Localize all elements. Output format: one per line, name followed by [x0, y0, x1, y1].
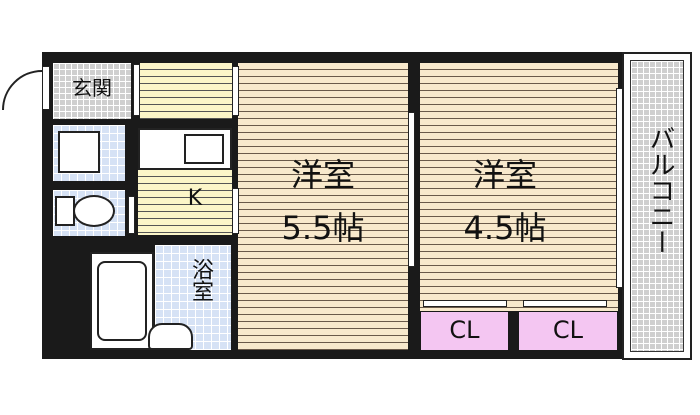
hall-door[interactable]	[133, 64, 140, 116]
closet-2	[519, 312, 617, 350]
closet-1-door[interactable]	[423, 300, 507, 307]
western-room-1	[238, 63, 408, 350]
bathtub	[90, 252, 154, 350]
room2-size: 4.5帖	[463, 209, 547, 247]
toilet-tank-icon	[55, 196, 75, 226]
bathroom	[155, 245, 231, 350]
room1-name: 洋室	[290, 156, 355, 194]
kitchen	[138, 170, 232, 235]
balcony-window[interactable]	[616, 88, 623, 288]
hallway	[140, 63, 232, 119]
washing-machine-icon	[58, 131, 100, 173]
entrance	[53, 63, 131, 119]
toilet-room	[53, 190, 125, 236]
washbasin-icon	[148, 323, 193, 350]
closet-1-label: CL	[449, 316, 480, 344]
kitchen-counter	[138, 128, 232, 170]
western-room-2	[420, 63, 618, 311]
room1-size: 5.5帖	[281, 209, 365, 247]
entrance-label: 玄関	[72, 76, 112, 100]
room1-door[interactable]	[232, 66, 239, 116]
balcony	[622, 52, 692, 360]
toilet-door[interactable]	[128, 196, 135, 234]
room2-name: 洋室	[472, 156, 537, 194]
toilet-bowl-icon	[73, 195, 115, 227]
closet-1	[421, 312, 508, 350]
bathtub-basin-icon	[97, 261, 147, 341]
front-door[interactable]	[42, 66, 50, 110]
bath-label: 浴室	[188, 258, 213, 302]
closet-2-label: CL	[552, 316, 584, 344]
kitchen-label: K	[187, 186, 203, 211]
kitchen-door[interactable]	[232, 188, 239, 234]
washer-area	[53, 125, 125, 181]
sliding-door[interactable]	[408, 112, 415, 267]
sink-icon	[184, 134, 224, 164]
bath-wall	[53, 245, 89, 349]
closet-2-door[interactable]	[523, 300, 607, 307]
balcony-floor	[630, 60, 684, 352]
balcony-label: バルコニー	[645, 125, 675, 255]
